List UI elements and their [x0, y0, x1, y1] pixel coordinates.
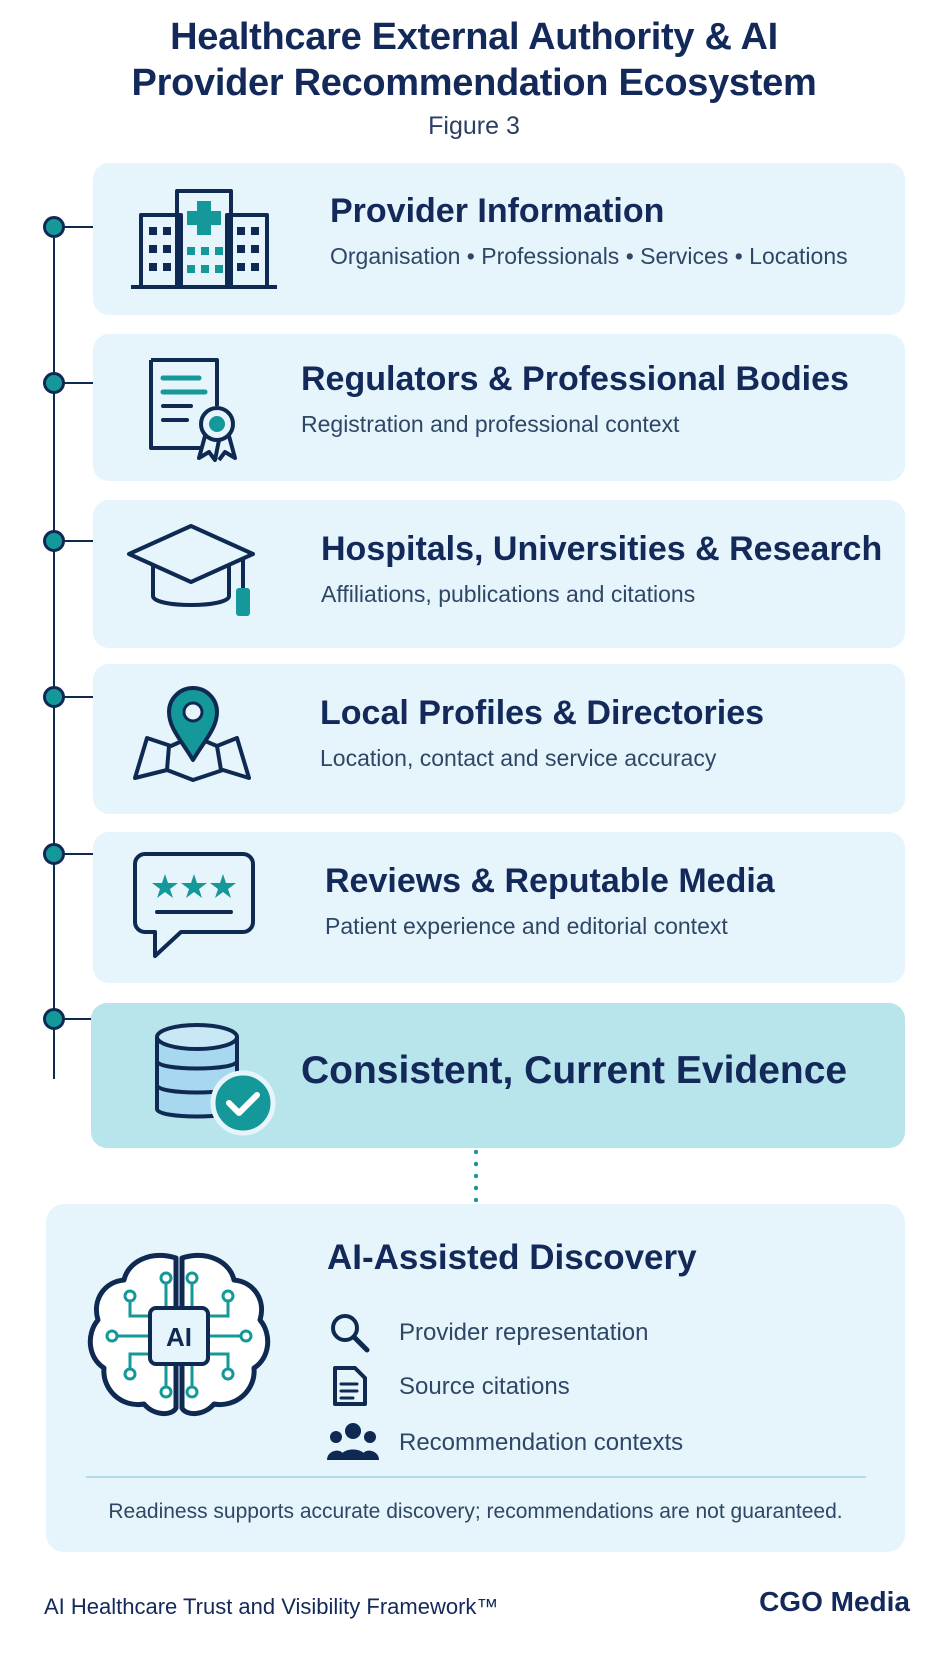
card-title: Consistent, Current Evidence	[301, 1049, 848, 1092]
card-reviews-media: Reviews & Reputable Media Patient experi…	[93, 832, 905, 983]
discovery-item-label: Recommendation contexts	[399, 1429, 684, 1456]
title-line-2: Provider Recommendation Ecosystem	[131, 62, 817, 104]
map-pin-icon	[133, 686, 251, 782]
card-local-profiles: Local Profiles & Directories Location, c…	[93, 664, 905, 814]
timeline-node-5	[43, 843, 65, 865]
dotted-connector	[474, 1146, 478, 1202]
timeline-connector-1	[64, 226, 93, 228]
timeline-node-2	[43, 372, 65, 394]
timeline-node-4	[43, 686, 65, 708]
card-provider-information: Provider Information Organisation • Prof…	[93, 163, 905, 315]
ai-chip-label: AI	[166, 1322, 192, 1352]
ai-brain-icon: AI	[87, 1252, 271, 1416]
review-stars-icon	[133, 852, 255, 958]
brand-logo-text: CGO Media	[759, 1586, 910, 1617]
timeline-node-6	[43, 1008, 65, 1030]
ai-discovery-panel: AI AI-Assisted Discovery Provider repres…	[46, 1204, 905, 1552]
timeline-connector-5	[64, 853, 93, 855]
people-icon	[327, 1423, 379, 1460]
card-subtitle: Registration and professional context	[301, 411, 680, 437]
card-title: Regulators & Professional Bodies	[301, 360, 849, 398]
database-check-icon	[155, 1023, 276, 1136]
page-title: Healthcare External Authority & AI Provi…	[0, 14, 948, 106]
timeline-connector-6	[64, 1018, 93, 1020]
search-icon	[331, 1314, 370, 1353]
card-title: Local Profiles & Directories	[320, 694, 765, 732]
card-regulators: Regulators & Professional Bodies Registr…	[93, 334, 905, 481]
hospital-icon	[131, 189, 277, 289]
certificate-icon	[149, 358, 237, 462]
card-consistent-evidence: Consistent, Current Evidence	[91, 1003, 905, 1148]
discovery-item-label: Source citations	[399, 1373, 570, 1400]
card-title: Hospitals, Universities & Research	[321, 530, 883, 568]
card-subtitle: Organisation • Professionals • Services …	[330, 243, 848, 269]
framework-name: AI Healthcare Trust and Visibility Frame…	[44, 1594, 499, 1619]
card-title: Reviews & Reputable Media	[325, 862, 775, 900]
graduation-cap-icon	[127, 524, 255, 616]
card-hospitals-universities: Hospitals, Universities & Research Affil…	[93, 500, 905, 648]
timeline-connector-3	[64, 540, 93, 542]
timeline-node-3	[43, 530, 65, 552]
timeline-connector-2	[64, 382, 93, 384]
timeline-node-1	[43, 216, 65, 238]
discovery-title: AI-Assisted Discovery	[327, 1238, 697, 1277]
document-icon	[333, 1366, 367, 1406]
card-subtitle: Patient experience and editorial context	[325, 913, 728, 939]
discovery-divider	[86, 1476, 866, 1478]
card-subtitle: Affiliations, publications and citations	[321, 581, 696, 607]
figure-label: Figure 3	[428, 112, 520, 140]
disclaimer-text: Readiness supports accurate discovery; r…	[108, 1500, 843, 1523]
timeline-connector-4	[64, 696, 93, 698]
card-title: Provider Information	[330, 192, 665, 230]
title-line-1: Healthcare External Authority & AI	[170, 16, 778, 58]
timeline-line	[53, 238, 55, 1079]
discovery-item-label: Provider representation	[399, 1319, 649, 1346]
card-subtitle: Location, contact and service accuracy	[320, 745, 717, 771]
